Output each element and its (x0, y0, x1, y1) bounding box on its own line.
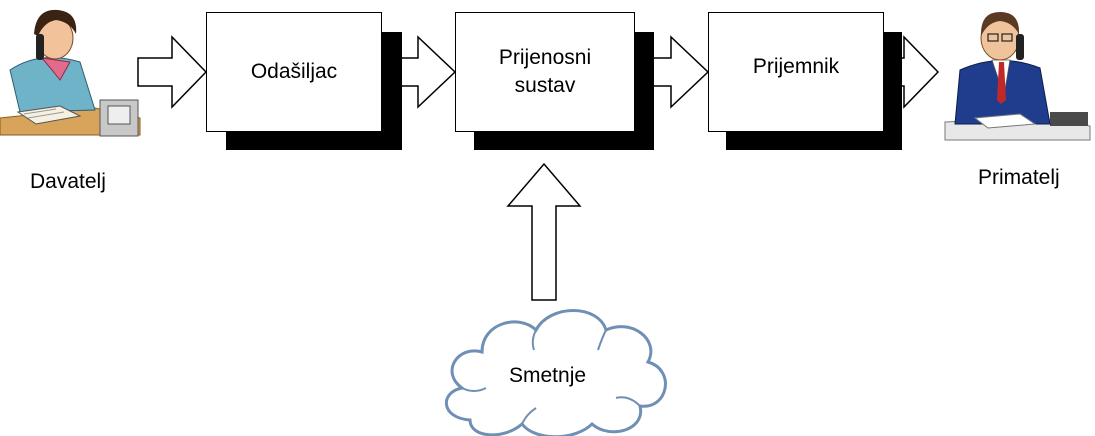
destination-label: Primatelj (978, 166, 1060, 189)
sender-label: Davatelj (30, 170, 106, 193)
channel-block: Prijenosni sustav (455, 12, 635, 132)
channel-label: Prijenosni sustav (498, 46, 592, 97)
noise-label: Smetnje (509, 364, 587, 387)
woman-on-phone-icon (0, 9, 141, 137)
receiver-block-label: Prijemnik (752, 55, 840, 78)
receiver-block: Prijemnik (708, 12, 884, 132)
transmitter-block: Odašiljac (206, 12, 382, 132)
transmitter-label: Odašiljac (250, 60, 338, 83)
arrow-sender-to-transmitter (137, 35, 208, 109)
cloud-icon (444, 309, 667, 436)
arrow-noise-to-channel (506, 162, 582, 301)
man-on-phone-icon (944, 12, 1091, 141)
